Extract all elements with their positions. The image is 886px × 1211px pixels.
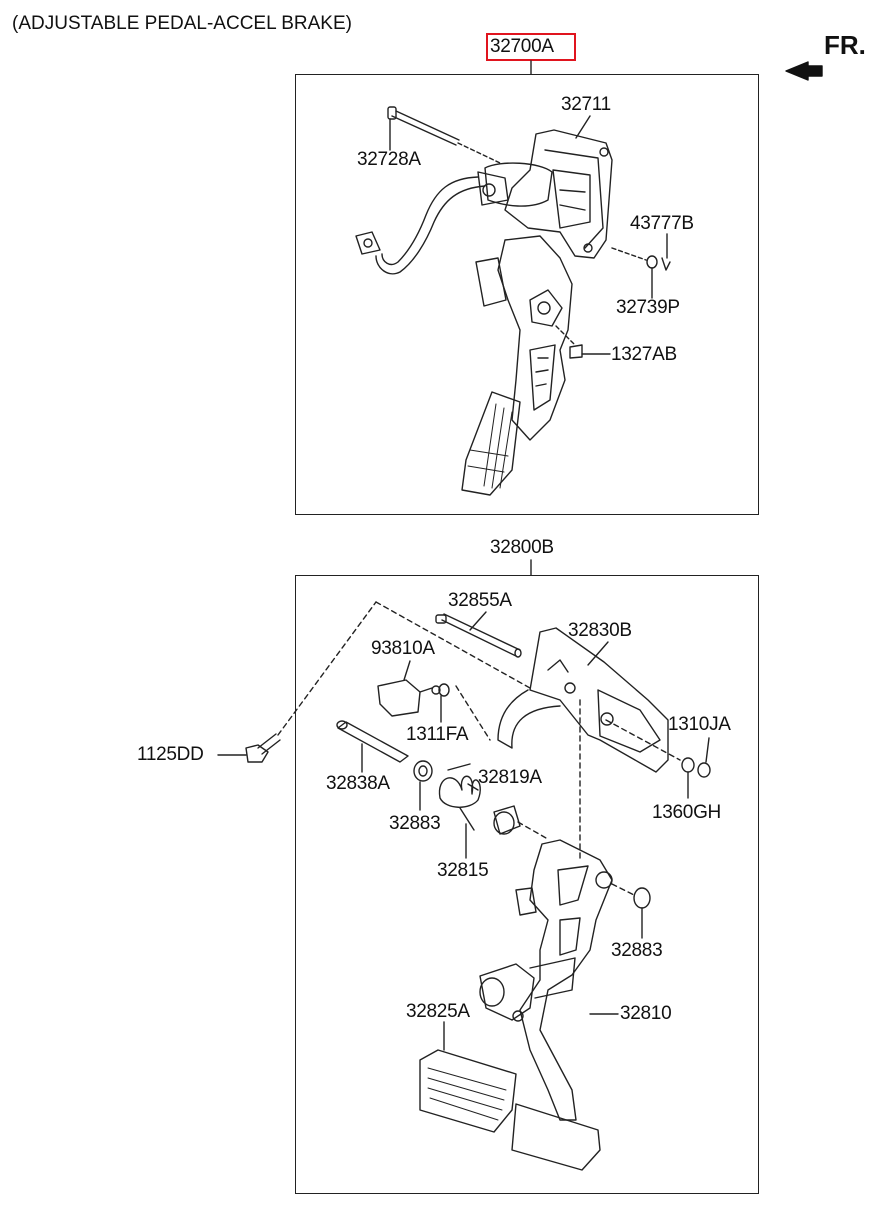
- assembly-code-32700a[interactable]: 32700A: [490, 36, 554, 57]
- part-label-32739p[interactable]: 32739P: [616, 297, 680, 318]
- part-label-32711[interactable]: 32711: [561, 94, 611, 115]
- diagram-title: (ADJUSTABLE PEDAL-ACCEL BRAKE): [12, 13, 352, 34]
- accel-pedal-assembly-drawing: [355, 106, 671, 496]
- part-label-32728a[interactable]: 32728A: [357, 149, 421, 170]
- part-label-1360gh[interactable]: 1360GH: [652, 802, 721, 823]
- part-label-1125dd[interactable]: 1125DD: [137, 744, 204, 765]
- part-label-32815[interactable]: 32815: [437, 860, 489, 881]
- front-direction-label: FR.: [824, 30, 866, 60]
- assembly-code-32800b[interactable]: 32800B: [490, 537, 554, 558]
- part-label-32838a[interactable]: 32838A: [326, 773, 390, 794]
- part-label-1327ab[interactable]: 1327AB: [611, 344, 677, 365]
- part-label-32883-right[interactable]: 32883: [611, 940, 663, 961]
- front-arrow-icon: [785, 61, 823, 81]
- part-label-32825a[interactable]: 32825A: [406, 1001, 470, 1022]
- part-label-32883-left[interactable]: 32883: [389, 813, 441, 834]
- brake-pedal-group-frame: [295, 575, 759, 1194]
- part-label-32855a[interactable]: 32855A: [448, 590, 512, 611]
- part-label-43777b[interactable]: 43777B: [630, 213, 694, 234]
- part-label-32830b[interactable]: 32830B: [568, 620, 632, 641]
- part-label-32810[interactable]: 32810: [620, 1003, 672, 1024]
- selected-part-highlight: [486, 33, 576, 61]
- part-label-32819a[interactable]: 32819A: [478, 767, 542, 788]
- brake-pedal-assembly-drawing: [217, 601, 711, 1171]
- part-label-93810a[interactable]: 93810A: [371, 638, 435, 659]
- part-label-1311fa[interactable]: 1311FA: [406, 724, 469, 745]
- part-label-1310ja[interactable]: 1310JA: [668, 714, 731, 735]
- accel-pedal-group-frame: [295, 74, 759, 515]
